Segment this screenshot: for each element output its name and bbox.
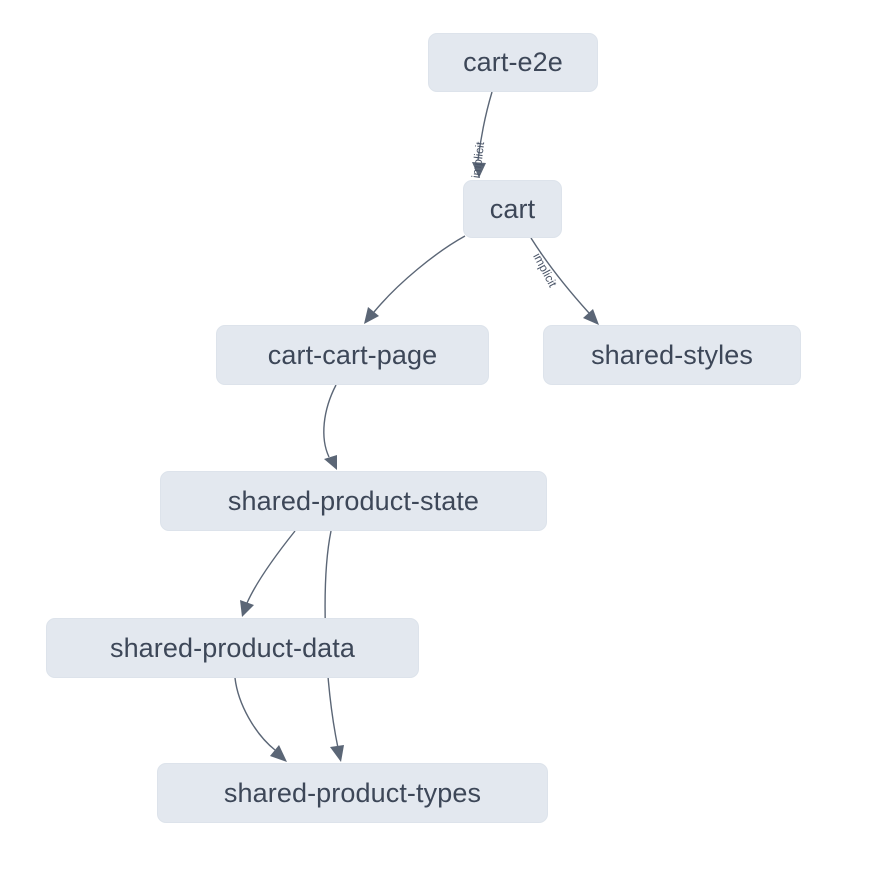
edge-cart-e2e-to-cart — [472, 91, 493, 178]
arrowhead-icon — [583, 309, 599, 325]
arrowhead-icon — [324, 455, 337, 470]
arrowhead-icon — [240, 600, 254, 617]
node-shared-product-types[interactable]: shared-product-types — [157, 763, 548, 823]
node-cart[interactable]: cart — [463, 180, 562, 238]
arrowhead-icon — [330, 745, 344, 762]
edge-path — [234, 677, 276, 751]
node-label: cart — [489, 193, 536, 224]
node-label: shared-product-types — [223, 777, 482, 808]
edge-path — [373, 235, 466, 313]
edge-cart-cart-page-to-shared-product-state — [323, 384, 337, 470]
node-cart-cart-page[interactable]: cart-cart-page — [216, 325, 489, 385]
edge-path — [246, 530, 296, 604]
node-label: shared-styles — [591, 339, 753, 370]
node-label: shared-product-state — [227, 485, 480, 516]
arrowhead-icon — [270, 745, 287, 762]
edge-path — [323, 384, 337, 458]
arrowhead-icon — [364, 307, 379, 324]
node-shared-product-data[interactable]: shared-product-data — [46, 618, 419, 678]
arrowhead-icon — [472, 162, 486, 178]
edge-path — [530, 237, 590, 314]
node-shared-product-state[interactable]: shared-product-state — [160, 471, 547, 531]
node-cart-e2e[interactable]: cart-e2e — [428, 33, 598, 92]
node-shared-styles[interactable]: shared-styles — [543, 325, 801, 385]
edge-shared-product-data-to-shared-product-types — [234, 677, 287, 762]
edge-cart-to-cart-cart-page — [364, 235, 466, 324]
edge-path — [477, 91, 493, 161]
node-label: cart-e2e — [463, 47, 563, 77]
edge-shared-product-state-to-shared-product-data — [240, 530, 296, 617]
edge-cart-to-shared-styles — [530, 237, 599, 325]
node-label: cart-cart-page — [267, 339, 438, 370]
node-label: shared-product-data — [109, 632, 356, 663]
